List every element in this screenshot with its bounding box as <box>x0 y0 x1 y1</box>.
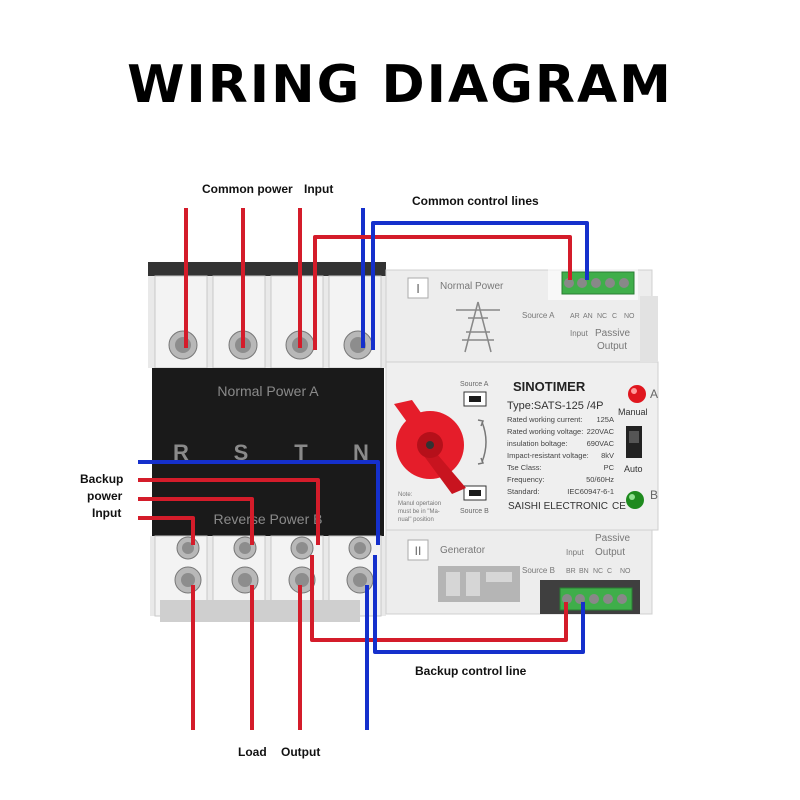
indicator-b-label: B <box>650 488 658 502</box>
terminal-nc-b: NC <box>593 568 603 575</box>
spec-value: 50/60Hz <box>586 475 614 484</box>
output-top: Output <box>597 341 627 352</box>
module-ii-badge: II <box>415 544 422 558</box>
spec-value: 125A <box>596 415 614 424</box>
note-line-2: must be in "Ma- <box>398 509 440 515</box>
input-small-bottom: Input <box>566 548 585 557</box>
manual-label: Manual <box>618 407 648 417</box>
source-b-panel-label: Source B <box>460 508 489 515</box>
spec-key: Frequency: <box>507 475 545 484</box>
source-b-bottom: Source B <box>522 566 555 575</box>
wire-backup-t <box>138 478 320 545</box>
spec-value: 690VAC <box>587 439 615 448</box>
label-load: Load <box>238 745 267 759</box>
label-output: Output <box>281 745 321 759</box>
note-label: Note: <box>398 492 413 498</box>
note-line-1: Manul opertaion <box>398 501 441 507</box>
rotate-arrows-icon <box>477 419 487 465</box>
generator-title: Generator <box>440 545 486 556</box>
label-input-top: Input <box>304 182 334 196</box>
label-backup-control-line: Backup control line <box>415 664 527 678</box>
wires <box>138 208 589 730</box>
spec-key: Tse Class: <box>507 463 542 472</box>
source-a-top: Source A <box>522 311 555 320</box>
spec-key: Rated working current: <box>507 415 582 424</box>
bottom-module: II Generator Passive Input Output Source… <box>385 529 653 615</box>
terminal-bn: BN <box>579 568 589 575</box>
phase-n: N <box>353 440 369 465</box>
power-tower-icon <box>456 301 500 353</box>
panel-details: Source A Source B Note: Manul opertaion … <box>394 379 658 523</box>
terminal-an: AN <box>583 313 593 320</box>
normal-power-title: Normal Power <box>440 281 504 292</box>
wire-common-control-red <box>313 235 572 350</box>
label-backup: Backup <box>80 472 124 486</box>
terminal-ar: AR <box>570 313 580 320</box>
wire-backup-n <box>138 460 380 545</box>
phase-t: T <box>294 440 308 465</box>
phase-r: R <box>173 440 189 465</box>
spec-value: PC <box>604 463 615 472</box>
passive-bottom: Passive <box>595 533 630 544</box>
auto-label: Auto <box>624 464 643 474</box>
terminal-c: C <box>612 313 617 320</box>
terminal-c-b: C <box>607 568 612 575</box>
phase-s: S <box>234 440 249 465</box>
spec-key: insulation boltage: <box>507 439 567 448</box>
module-i-badge: I <box>416 281 420 296</box>
spec-value: 8kV <box>601 451 614 460</box>
brand-name: SINOTIMER <box>513 379 586 394</box>
spec-key: Standard: <box>507 487 540 496</box>
spec-list: Rated working current: 125A Rated working … <box>507 415 615 496</box>
label-common-control-lines: Common control lines <box>412 194 539 208</box>
terminal-nc: NC <box>597 313 607 320</box>
spec-value: 220VAC <box>587 427 615 436</box>
terminal-br: BR <box>566 568 576 575</box>
label-common-power: Common power <box>202 182 293 196</box>
model-text: Type:SATS-125 /4P <box>507 400 603 412</box>
generator-icon <box>438 566 520 602</box>
passive-top: Passive <box>595 328 630 339</box>
terminal-no-b: NO <box>620 568 631 575</box>
label-power: power <box>87 489 123 503</box>
wire-backup-r <box>138 516 195 545</box>
top-module: I Normal Power Source A AR AN NC C NO In… <box>385 268 658 363</box>
source-a-panel-label: Source A <box>460 381 489 388</box>
input-small-top: Input <box>570 329 589 338</box>
indicator-a-label: A <box>650 387 658 401</box>
wire-common-control-blue <box>371 221 589 350</box>
wire-backup-s <box>138 497 254 545</box>
output-bottom: Output <box>595 547 625 558</box>
spec-key: Rated working voltage: <box>507 427 583 436</box>
reverse-power-label: Reverse Power B <box>214 511 323 527</box>
maker-text: SAISHI ELECTRONIC <box>508 501 608 512</box>
spec-key: Impact-resistant voltage: <box>507 451 589 460</box>
main-switch-body <box>152 368 384 536</box>
spec-value: IEC60947-6-1 <box>567 487 614 496</box>
terminal-no: NO <box>624 313 635 320</box>
wire-backup-control-red <box>310 555 568 642</box>
page-title: WIRING DIAGRAM <box>127 55 673 115</box>
indicator-a-light <box>628 385 646 403</box>
ce-mark: CE <box>612 501 626 512</box>
indicator-b-light <box>626 491 644 509</box>
note-line-3: nual" position <box>398 517 434 523</box>
wire-backup-control-blue <box>373 555 585 654</box>
normal-power-a-label: Normal Power A <box>217 383 319 399</box>
label-input-left: Input <box>92 506 122 520</box>
